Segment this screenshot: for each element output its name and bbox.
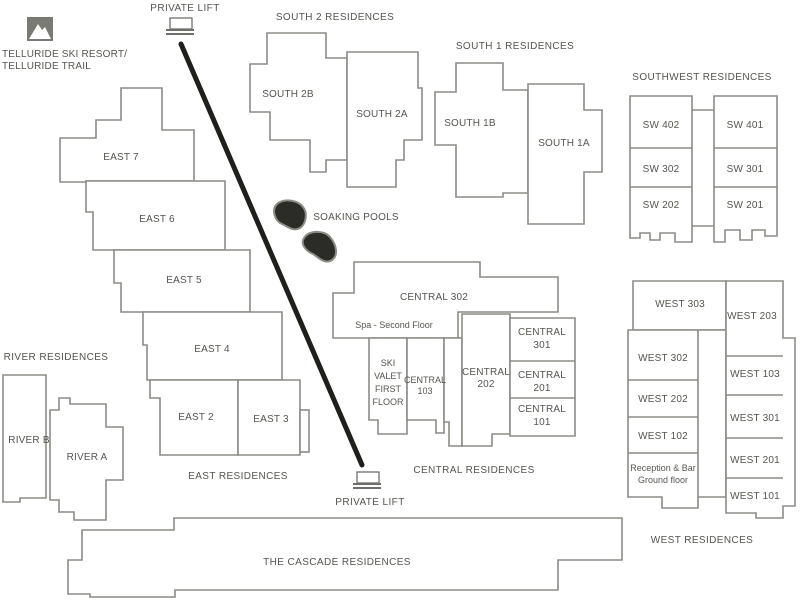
unit-label-east-3: EAST 3 [253,414,289,425]
logo-line-2: TELLURIDE TRAIL [2,61,91,72]
unit-label-west-201: WEST 201 [730,455,780,466]
building-south-2b[interactable] [249,32,348,173]
section-label-southwest: SOUTHWEST RESIDENCES [632,72,772,83]
unit-label-west-302: WEST 302 [638,353,688,364]
pool-icon-1 [273,199,307,231]
south-2-residences: SOUTH 2B SOUTH 2A [249,32,423,188]
unit-label-east-7: EAST 7 [103,152,139,163]
section-label-south2: SOUTH 2 RESIDENCES [276,12,394,23]
unit-label-river-b: RIVER B [8,435,50,446]
unit-label-river-a: RIVER A [67,452,108,463]
cascade-residences: THE CASCADE RESIDENCES [67,517,623,598]
unit-label-sw-402: SW 402 [643,120,680,131]
building-central-east-block[interactable] [509,317,576,437]
amenity-label-reception-1: Reception & Bar [630,463,696,473]
section-label-east: EAST RESIDENCES [188,471,288,482]
unit-label-west-203: WEST 203 [727,311,777,322]
building-cascade[interactable] [67,517,623,598]
building-river-b[interactable] [2,374,47,503]
building-west-east-wing[interactable] [725,280,796,519]
unit-label-central-103-2: 103 [417,386,432,396]
building-southwest-west[interactable] [629,95,693,243]
lift-icon-top [166,17,194,35]
unit-label-west-301: WEST 301 [730,413,780,424]
unit-label-central-101-1: CENTRAL [518,404,566,415]
unit-label-sw-401: SW 401 [727,120,764,131]
unit-label-west-103: WEST 103 [730,369,780,380]
unit-label-south-1a: SOUTH 1A [538,138,590,149]
unit-label-south-2a: SOUTH 2A [356,109,408,120]
building-east-3[interactable] [237,379,301,456]
unit-label-east-6: EAST 6 [139,214,175,225]
south-1-residences: SOUTH 1B SOUTH 1A [434,62,603,225]
east-residences: EAST 7 EAST 6 EAST 5 EAST 4 EAST 2 EAST … [59,87,310,456]
lift-label-bottom: PRIVATE LIFT [335,497,404,508]
unit-label-south-1b: SOUTH 1B [444,118,496,129]
unit-label-east-2: EAST 2 [178,412,214,423]
building-east-4[interactable] [142,311,283,381]
unit-label-west-101: WEST 101 [730,491,780,502]
unit-label-west-102: WEST 102 [638,431,688,442]
unit-label-west-303: WEST 303 [655,299,705,310]
west-residences: WEST 303 WEST 203 WEST 302 WEST 103 WEST… [627,280,796,519]
mountain-peak-icon [29,24,51,39]
building-east-3-annex [299,409,310,453]
section-label-cascade: THE CASCADE RESIDENCES [263,557,411,568]
unit-label-east-5: EAST 5 [166,275,202,286]
amenity-label-spa: Spa - Second Floor [355,320,433,330]
building-south-1b[interactable] [434,62,529,198]
unit-label-sw-301: SW 301 [727,164,764,175]
building-southwest-east[interactable] [713,95,778,243]
unit-label-central-101-2: 101 [533,417,551,428]
section-label-south1: SOUTH 1 RESIDENCES [456,41,574,52]
pool-icon-2 [301,230,338,263]
unit-label-ski-valet-4: FLOOR [372,397,404,407]
unit-label-central-202-2: 202 [477,379,495,390]
southwest-residences: SW 402 SW 401 SW 302 SW 301 SW 202 SW 20… [629,95,778,243]
building-river-a[interactable] [49,397,124,521]
section-label-west: WEST RESIDENCES [651,535,754,546]
unit-label-central-302: CENTRAL 302 [400,292,468,303]
unit-label-central-202-1: CENTRAL [462,367,510,378]
amenity-label-soaking-pools: SOAKING POOLS [313,212,399,223]
soaking-pools: SOAKING POOLS [273,199,399,263]
unit-label-west-202: WEST 202 [638,394,688,405]
section-label-river: RIVER RESIDENCES [4,352,109,363]
unit-label-central-103-1: CENTRAL [404,375,446,385]
building-central-202[interactable] [461,313,511,447]
unit-label-central-301-2: 301 [533,340,551,351]
building-east-7[interactable] [59,87,195,183]
building-central-302[interactable] [332,261,559,339]
building-central-spine[interactable] [443,337,463,447]
unit-label-sw-302: SW 302 [643,164,680,175]
unit-label-ski-valet-1: SKI [381,358,396,368]
unit-label-ski-valet-2: VALET [374,371,402,381]
building-south-1a[interactable] [527,83,603,225]
unit-label-south-2b: SOUTH 2B [262,89,314,100]
building-south-2a[interactable] [346,51,423,188]
unit-label-central-201-1: CENTRAL [518,370,566,381]
unit-label-central-301-1: CENTRAL [518,327,566,338]
building-east-6[interactable] [85,180,226,251]
logo-line-1: TELLURIDE SKI RESORT/ [2,49,127,60]
resort-logo: TELLURIDE SKI RESORT/ TELLURIDE TRAIL [2,17,127,72]
central-residences: CENTRAL 302 Spa - Second Floor SKI VALET… [332,261,576,447]
amenity-label-reception-2: Ground floor [638,475,688,485]
lift-icon-bottom [353,471,381,489]
unit-label-central-201-2: 201 [533,383,551,394]
unit-label-ski-valet-3: FIRST [375,384,402,394]
building-east-5[interactable] [113,249,251,313]
unit-label-east-4: EAST 4 [194,344,230,355]
private-lift: PRIVATE LIFT PRIVATE LIFT [150,3,404,508]
unit-label-sw-202: SW 202 [643,200,680,211]
lift-label-top: PRIVATE LIFT [150,3,219,14]
unit-label-sw-201: SW 201 [727,200,764,211]
lift-cable-line [178,41,365,468]
river-residences: RIVER B RIVER A [2,374,124,521]
section-label-central: CENTRAL RESIDENCES [413,465,534,476]
